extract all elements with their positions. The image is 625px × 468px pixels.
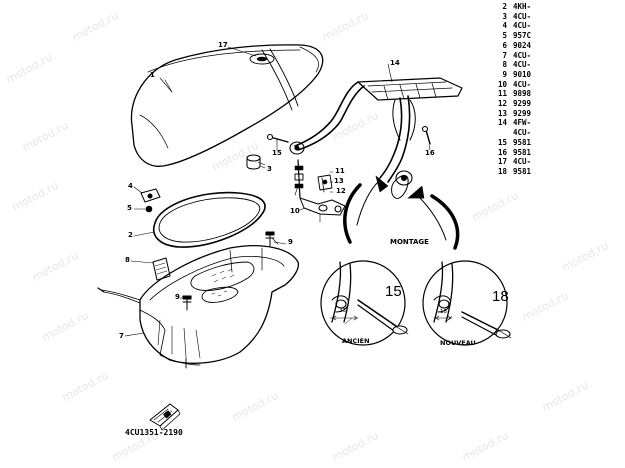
rubber-bumper	[246, 154, 266, 170]
seat-gasket	[133, 191, 266, 248]
part-list-row: 15 9581	[494, 138, 625, 148]
part-list-number: 18	[497, 166, 507, 176]
part-list-number: 7	[502, 50, 507, 60]
part-list-code: 4FW-	[513, 118, 532, 128]
part-list-row: 14 4FW-	[494, 118, 625, 128]
callout-3: 3	[267, 165, 272, 173]
part-list-code: 9299	[513, 99, 532, 109]
part-list-number: 11	[497, 89, 507, 99]
callout-15: 15	[272, 149, 282, 157]
velcro-pad	[130, 257, 171, 281]
part-list-row: 17 4CU-	[494, 157, 625, 167]
callout-10: 10	[290, 207, 300, 215]
part-list-number: 4	[502, 21, 507, 31]
part-list-row: 13 9299	[494, 109, 625, 119]
part-list-number: 2	[502, 2, 507, 11]
part-list-row: 6 9024	[494, 41, 625, 51]
rack-bolts	[266, 125, 431, 151]
part-list-row: 8 4CU-	[494, 60, 625, 70]
seat-part	[130, 44, 324, 167]
part-list-number: 6	[502, 40, 507, 50]
detail-circle-nouveau	[422, 260, 512, 346]
part-list-code: 4CU-	[513, 11, 532, 21]
callout-8: 8	[125, 256, 130, 264]
part-list-number: 12	[497, 99, 507, 109]
part-list-number: 14	[497, 118, 507, 128]
part-list-code: 4CU-	[513, 50, 532, 60]
part-list-number: 10	[497, 79, 507, 89]
part-list-code: 4CU-	[513, 60, 532, 70]
part-list-number: 9	[502, 69, 507, 79]
part-list-code: 9024	[513, 40, 532, 50]
callout-12: 12	[336, 187, 346, 195]
part-list-code: 9010	[513, 69, 532, 79]
rear-carrier	[289, 63, 463, 186]
part-list-row: 7 4CU-	[494, 51, 625, 61]
ancien-label: ANCIEN	[342, 337, 370, 345]
part-list-code: 4CU-	[513, 157, 532, 167]
callout-11: 11	[335, 167, 345, 175]
part-list-number: 13	[497, 108, 507, 118]
part-list-row: 11 9898	[494, 89, 625, 99]
part-list-row: 5 957C	[494, 31, 625, 41]
part-list-code: 4CU-	[513, 79, 532, 89]
part-number-list: 2 4KH- 3 4CU- 4 4CU- 5 957C 6 9024 7 4CU- 8 4CU- 9 9010…	[494, 2, 625, 177]
part-list-code: 4CU-	[513, 21, 532, 31]
part-list-row: 9 9010	[494, 70, 625, 80]
part-list-number: 8	[502, 60, 507, 70]
part-list-row: 12 9299	[494, 99, 625, 109]
part-list-code: 957C	[513, 31, 532, 41]
part-list-code: 4KH-	[513, 2, 532, 11]
part-list-number: 15	[497, 137, 507, 147]
drawing-code: 4CU1351-2190	[125, 428, 183, 437]
dimension-right: 18	[440, 309, 447, 315]
part-list-row: 4CU-	[494, 128, 625, 138]
nouveau-label: NOUVEAU	[440, 339, 476, 347]
montage-label: MONTAGE	[390, 238, 429, 246]
callout-7: 7	[119, 332, 124, 340]
part-list-row: 3 4CU-	[494, 12, 625, 22]
part-list-row: 4 4CU-	[494, 21, 625, 31]
part-list-row: 16 9581	[494, 148, 625, 158]
part-list-code: 9581	[513, 147, 532, 157]
callout-16: 16	[425, 149, 435, 157]
hinge-latch-assembly	[294, 159, 346, 223]
callout-9-upper: 9	[288, 238, 293, 246]
callout-2: 2	[128, 231, 133, 239]
callout-4: 4	[128, 182, 133, 190]
part-list-row: 18 9581	[494, 167, 625, 177]
callout-13: 13	[334, 177, 344, 185]
callout-17: 17	[218, 41, 228, 49]
part-list-number: 5	[502, 31, 507, 41]
part-list-code: 9581	[513, 166, 532, 176]
part-list-code: 9898	[513, 89, 532, 99]
montage-arrows	[343, 175, 460, 250]
callout-14: 14	[390, 59, 400, 67]
callout-1: 1	[150, 71, 155, 79]
reference-icon	[149, 403, 181, 431]
callout-9-lower: 9	[175, 293, 180, 301]
detail-left-part-number: 15	[385, 283, 402, 300]
leader-lines	[159, 77, 299, 245]
part-list-number: 3	[502, 11, 507, 21]
part-list-number: 17	[497, 157, 507, 167]
callout-5: 5	[127, 204, 132, 212]
detail-circle-ancien	[320, 260, 409, 346]
bracket-and-bolt	[133, 186, 161, 213]
bolts-9	[179, 231, 287, 369]
part-list-row: 2 4KH-	[494, 2, 625, 12]
detail-right-part-number: 18	[492, 288, 509, 305]
part-list-number: 16	[497, 147, 507, 157]
part-list-code: 4CU-	[513, 128, 532, 138]
dimension-left: 33	[339, 308, 346, 314]
part-list-row: 10 4CU-	[494, 80, 625, 90]
part-list-code: 9581	[513, 137, 532, 147]
part-list-code: 9299	[513, 108, 532, 118]
part-list-number	[494, 128, 507, 138]
